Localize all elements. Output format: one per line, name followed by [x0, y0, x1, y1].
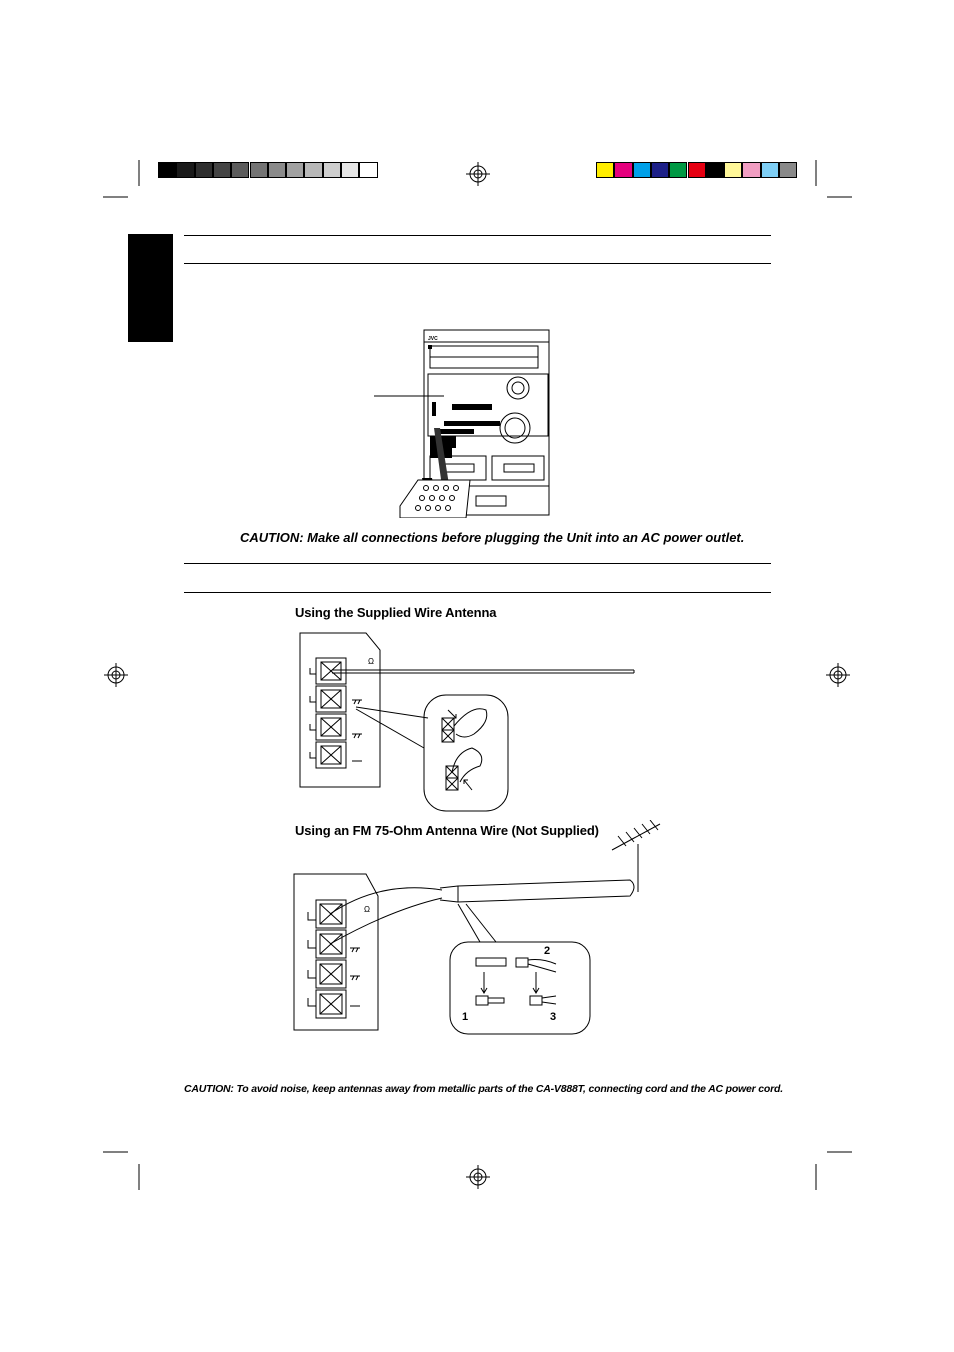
color-swatch	[742, 162, 761, 178]
color-swatch	[650, 162, 670, 178]
fm-terminal-block	[307, 899, 360, 1019]
grayscale-swatch	[158, 162, 177, 178]
ohm-symbol: Ω	[368, 657, 374, 666]
color-swatch	[705, 162, 725, 178]
grayscale-swatch	[341, 162, 360, 178]
section-rule	[184, 563, 771, 564]
color-swatch	[632, 162, 651, 178]
color-swatch	[614, 162, 633, 178]
brand-logo: JVC	[428, 336, 438, 342]
grayscale-swatch	[176, 162, 195, 178]
grayscale-swatch	[267, 162, 287, 178]
section-rule	[184, 235, 771, 236]
fm-ohm-symbol: Ω	[364, 905, 370, 914]
color-swatch	[724, 162, 743, 178]
color-swatch	[760, 162, 779, 178]
fm-antenna-icon	[611, 820, 661, 892]
step-number-3: 3	[550, 1011, 557, 1023]
wire-antenna-diagram: Ω	[299, 632, 635, 812]
fm-antenna-heading: Using an FM 75-Ohm Antenna Wire (Not Sup…	[295, 823, 599, 838]
section-rule	[184, 592, 771, 593]
registration-mark-bottom	[466, 1165, 490, 1189]
color-swatch	[687, 162, 706, 178]
registration-mark-top	[466, 162, 490, 186]
wire-antenna-heading: Using the Supplied Wire Antenna	[295, 605, 497, 620]
color-swatch	[669, 162, 688, 178]
grayscale-swatch	[322, 162, 341, 178]
grayscale-swatch	[231, 162, 250, 178]
caution-noise: CAUTION: To avoid noise, keep antennas a…	[184, 1083, 783, 1095]
terminal-block	[309, 657, 362, 769]
fm-antenna-diagram: Ω	[293, 820, 661, 1035]
section-rule	[184, 263, 771, 264]
grayscale-swatch	[194, 162, 213, 178]
language-side-tab	[128, 234, 173, 342]
grayscale-swatch	[286, 162, 305, 178]
color-swatch	[779, 162, 798, 178]
grayscale-swatch	[249, 162, 268, 178]
step-number-2: 2	[544, 945, 551, 957]
grayscale-swatch	[212, 162, 232, 178]
registration-mark-left	[104, 663, 128, 687]
grayscale-swatch	[304, 162, 323, 178]
grayscale-swatch	[359, 162, 378, 178]
registration-mark-right	[826, 663, 850, 687]
main-unit-illustration: JVC	[374, 329, 550, 518]
step-number-1: 1	[462, 1011, 469, 1023]
color-swatch	[596, 162, 615, 178]
caution-connections: CAUTION: Make all connections before plu…	[240, 530, 745, 545]
